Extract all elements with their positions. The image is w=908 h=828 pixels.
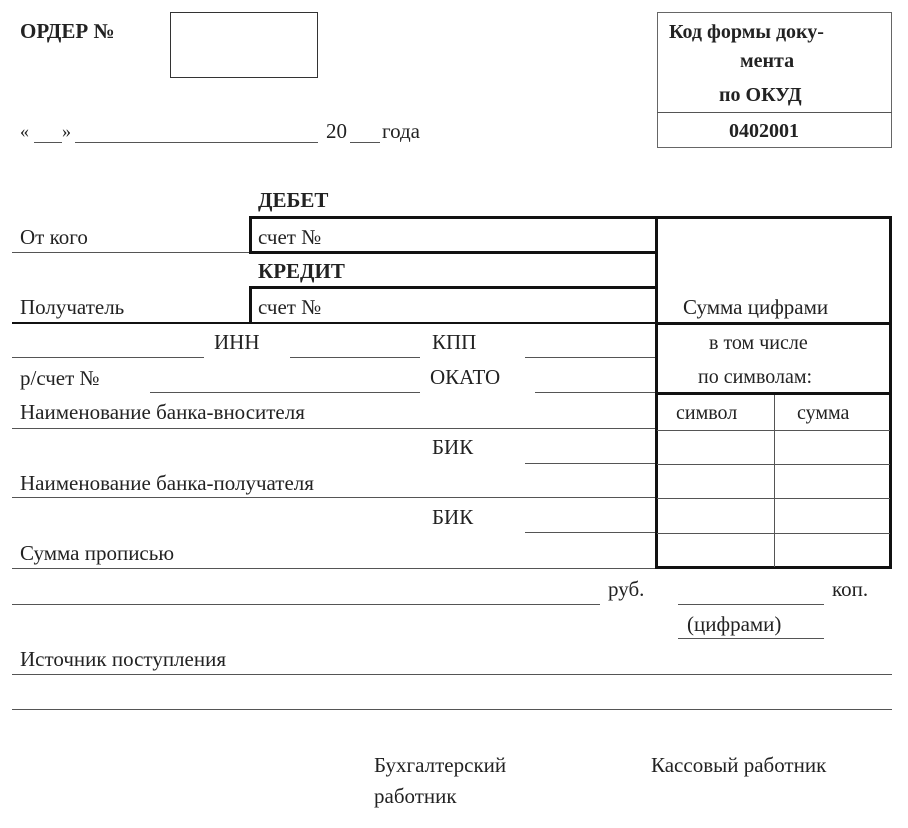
okud-title-line1: Код формы доку- [669,21,824,43]
okud-title-line3: по ОКУД [719,84,802,106]
sum-column-header: сумма [797,402,850,424]
credit-heading: КРЕДИТ [258,259,345,283]
bik1-field[interactable] [525,463,655,464]
symbol-table-row4 [657,533,890,534]
symbol-table-row3 [657,498,890,499]
recipient-label: Получатель [20,295,125,319]
debit-frame-bottom [249,251,657,254]
symbol-column-header: символ [676,402,738,424]
date-year-suffix: года [382,119,420,143]
order-number-label: ОРДЕР № [20,19,115,43]
okud-divider [657,112,892,113]
recipient-bank-field[interactable] [12,497,655,498]
symbol-table-col-divider [774,395,775,567]
debit-frame-left [249,216,252,254]
bik2-field[interactable] [525,532,655,533]
recipient-bank-label: Наименование банка-получателя [20,471,314,495]
from-whom-line[interactable] [12,252,250,253]
account-field[interactable] [150,392,420,393]
depositor-bank-field[interactable] [12,428,655,429]
kpp-label: КПП [432,330,477,354]
symbol-table-row1 [657,430,890,431]
kopecks-field[interactable] [678,604,824,605]
date-open-quote: « [20,121,29,141]
from-whom-label: От кого [20,225,88,249]
inn-field-left[interactable] [12,357,204,358]
credit-account-label: счет № [258,295,322,319]
in-digits-underline [678,638,824,639]
date-day-field[interactable] [34,142,62,143]
date-year-field[interactable] [350,142,380,143]
bik2-label: БИК [432,505,474,529]
source-label: Источник поступления [20,647,226,671]
including-divider [655,392,892,395]
date-month-field[interactable] [75,142,318,143]
date-year-prefix: 20 [326,119,347,143]
rub-label: руб. [608,577,645,601]
debit-frame-top [249,216,892,219]
sum-digits-divider [655,322,892,325]
okud-box [657,12,892,148]
amount-words-line1[interactable] [12,568,655,569]
symbol-table-row2 [657,464,890,465]
order-number-field[interactable] [170,12,318,78]
source-field-line2[interactable] [12,709,892,710]
including-label-line2: по символам: [698,366,813,388]
debit-heading: ДЕБЕТ [258,188,329,212]
accountant-label-line2: работник [374,784,457,808]
inn-field[interactable] [290,357,420,358]
okud-code: 0402001 [729,120,799,142]
amount-words-line2[interactable] [12,604,600,605]
okato-label: ОКАТО [430,365,501,389]
including-label-line1: в том числе [709,332,808,354]
debit-account-label: счет № [258,225,322,249]
credit-frame-left [249,286,252,324]
okud-title-line2: мента [740,50,795,72]
account-label: р/счет № [20,366,100,390]
sum-box-bottom [655,566,892,569]
credit-frame-top [249,286,657,289]
account-frame-bottom [12,322,892,324]
source-field-line1[interactable] [12,674,892,675]
cashier-label: Кассовый работник [651,753,827,777]
inn-label: ИНН [214,330,260,354]
depositor-bank-label: Наименование банка-вносителя [20,400,305,424]
kpp-field[interactable] [525,357,655,358]
amount-words-label: Сумма прописью [20,541,175,565]
amount-digits-label: Сумма цифрами [683,295,829,319]
accountant-label-line1: Бухгалтерский [374,753,507,777]
okato-field[interactable] [535,392,655,393]
in-digits-label: (цифрами) [687,612,782,636]
date-close-quote: » [62,121,71,141]
bik1-label: БИК [432,435,474,459]
kop-label: коп. [832,577,869,601]
